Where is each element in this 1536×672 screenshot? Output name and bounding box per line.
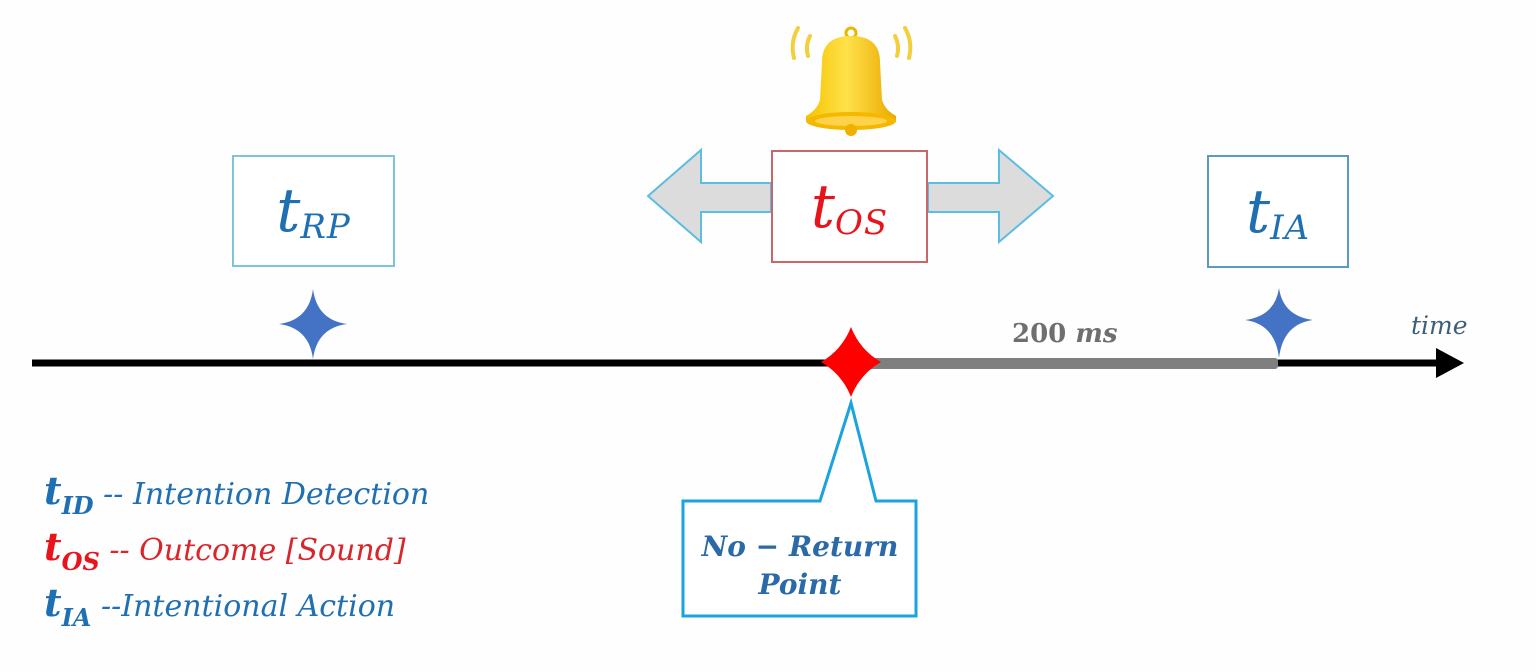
four-point-star-icon <box>279 289 347 359</box>
legend-item-id: tID -- Intention Detection <box>44 468 430 520</box>
event-symbol: t <box>276 176 301 246</box>
event-symbol: t <box>1245 176 1271 247</box>
diamond-icon <box>821 327 881 397</box>
legend-symbol: t <box>44 468 62 513</box>
bell-ringing-icon <box>790 26 913 136</box>
legend-subscript: IA <box>61 603 92 632</box>
legend-symbol: t <box>44 524 62 569</box>
no-return-point-label: No − Return Point <box>684 528 916 604</box>
legend-item-os: tOS -- Outcome [Sound] <box>44 524 406 576</box>
legend-subscript: ID <box>61 491 94 520</box>
interval-unit: ms <box>1075 319 1118 349</box>
legend-subscript: OS <box>61 547 100 576</box>
interval-bar <box>851 358 1278 369</box>
legend-item-ia: tIA --Intentional Action <box>44 580 396 632</box>
legend-text: Intention Detection <box>132 477 430 512</box>
right-arrow <box>927 147 1055 245</box>
event-subscript: RP <box>300 207 351 247</box>
legend-separator: -- <box>99 533 140 568</box>
event-subscript: OS <box>834 202 889 243</box>
four-point-star-icon <box>1245 288 1313 358</box>
legend-text: Outcome [Sound] <box>139 533 406 568</box>
callout-box <box>681 397 918 618</box>
legend-separator: -- <box>91 589 122 624</box>
event-symbol: t <box>810 171 835 242</box>
left-arrow <box>646 147 772 245</box>
callout-line-1: No − Return <box>701 530 899 563</box>
double-arrow-icon <box>646 147 1055 245</box>
legend-separator: -- <box>93 477 133 512</box>
interval-value: 200 <box>1012 319 1067 349</box>
axis-label: time <box>1411 311 1468 340</box>
axis-arrowhead <box>1436 348 1464 378</box>
interval-label: 200 ms <box>1012 319 1118 349</box>
legend-text: Intentional Action <box>121 589 396 624</box>
event-subscript: IA <box>1270 207 1311 248</box>
callout-line-2: Point <box>758 568 842 601</box>
legend-symbol: t <box>44 580 62 625</box>
